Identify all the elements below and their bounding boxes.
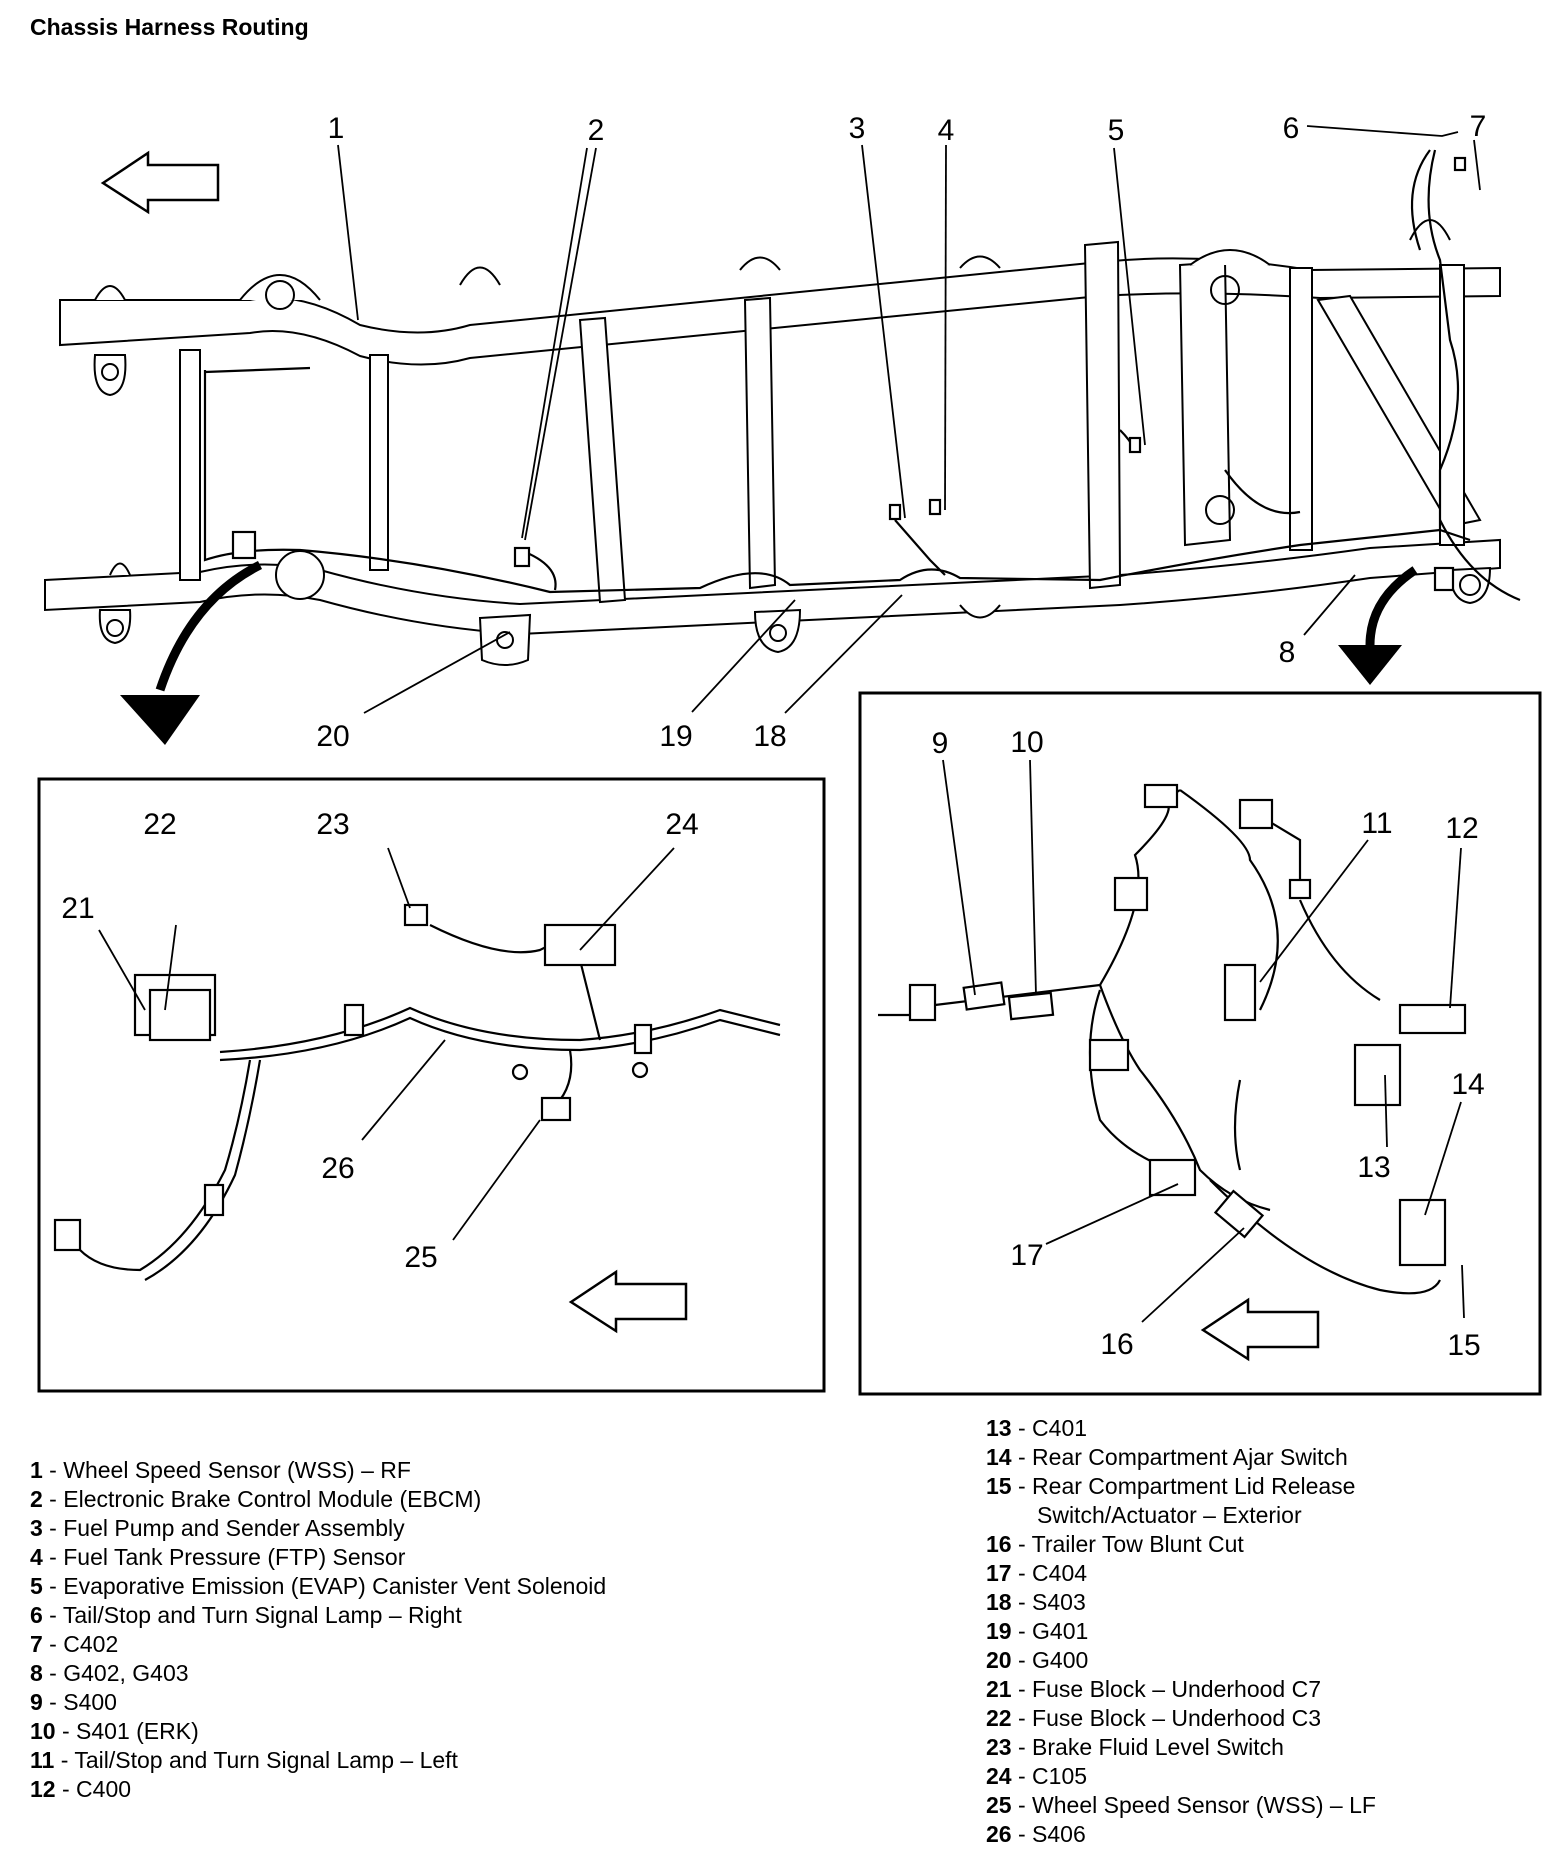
callout-9: 9 xyxy=(932,727,949,760)
legend-item: 9 - S400 xyxy=(30,1689,117,1715)
legend-item: 3 - Fuel Pump and Sender Assembly xyxy=(30,1515,405,1541)
callout-numbers: 1 2 3 4 5 6 7 8 9 10 11 12 13 14 15 16 1… xyxy=(61,110,1486,1362)
callout-14: 14 xyxy=(1451,1068,1484,1101)
callout-21: 21 xyxy=(61,892,94,925)
legend-item: 10 - S401 (ERK) xyxy=(30,1718,199,1744)
callout-19: 19 xyxy=(659,720,692,753)
callout-26: 26 xyxy=(321,1152,354,1185)
callout-17: 17 xyxy=(1010,1239,1043,1272)
legend-item: 8 - G402, G403 xyxy=(30,1660,189,1686)
callout-3: 3 xyxy=(849,112,866,145)
legend-item: 11 - Tail/Stop and Turn Signal Lamp – Le… xyxy=(30,1747,458,1773)
detail-pointer-arrow-icon xyxy=(155,560,263,692)
legend-item: 6 - Tail/Stop and Turn Signal Lamp – Rig… xyxy=(30,1602,462,1628)
legend-item: 25 - Wheel Speed Sensor (WSS) – LF xyxy=(986,1792,1376,1818)
legend-item: 2 - Electronic Brake Control Module (EBC… xyxy=(30,1486,482,1512)
legend-item: 22 - Fuse Block – Underhood C3 xyxy=(986,1705,1321,1731)
legend-item: 16 - Trailer Tow Blunt Cut xyxy=(986,1531,1244,1557)
legend-item: 24 - C105 xyxy=(986,1763,1088,1789)
callout-12: 12 xyxy=(1445,812,1478,845)
callout-18: 18 xyxy=(753,720,786,753)
callout-23: 23 xyxy=(316,808,349,841)
legend-item: 23 - Brake Fluid Level Switch xyxy=(986,1734,1284,1760)
front-direction-arrow-icon xyxy=(100,150,220,215)
detail-box-front xyxy=(37,777,826,1393)
legend-item: 19 - G401 xyxy=(986,1618,1089,1644)
legend-item: 13 - C401 xyxy=(986,1415,1088,1441)
callout-16: 16 xyxy=(1100,1328,1133,1361)
legend-item: 17 - C404 xyxy=(986,1560,1088,1586)
harness-diagram: 1 2 3 4 5 6 7 8 9 10 11 12 13 14 15 16 1… xyxy=(37,110,1542,1396)
callout-13: 13 xyxy=(1357,1151,1390,1184)
detail-box-rear xyxy=(858,691,1542,1396)
detail-pointer-arrow-icon xyxy=(1365,566,1418,646)
legend-item: 12 - C400 xyxy=(30,1776,132,1802)
chassis-harness xyxy=(203,149,1521,602)
callout-4: 4 xyxy=(938,114,955,147)
callout-10: 10 xyxy=(1010,726,1043,759)
legend-item: 21 - Fuse Block – Underhood C7 xyxy=(986,1676,1321,1702)
front-direction-arrow-icon xyxy=(1200,1297,1320,1362)
callout-25: 25 xyxy=(404,1241,437,1274)
detail-pointer-arrow-icon xyxy=(120,695,200,745)
leader-lines xyxy=(98,125,1481,1323)
legend-right: 13 - C401 14 - Rear Compartment Ajar Swi… xyxy=(986,1414,1376,1849)
legend-item: 5 - Evaporative Emission (EVAP) Canister… xyxy=(30,1573,607,1599)
callout-1: 1 xyxy=(328,112,345,145)
legend-left: 1 - Wheel Speed Sensor (WSS) – RF 2 - El… xyxy=(30,1456,606,1804)
callout-8: 8 xyxy=(1279,636,1296,669)
callout-5: 5 xyxy=(1108,114,1125,147)
callout-2: 2 xyxy=(588,114,605,147)
front-harness-detail xyxy=(53,903,781,1281)
legend-item: 1 - Wheel Speed Sensor (WSS) – RF xyxy=(30,1457,411,1483)
detail-pointer-arrow-icon xyxy=(1338,645,1402,685)
legend-item: 18 - S403 xyxy=(986,1589,1086,1615)
chassis-frame xyxy=(44,219,1501,666)
callout-15: 15 xyxy=(1447,1329,1480,1362)
legend-item: 4 - Fuel Tank Pressure (FTP) Sensor xyxy=(30,1544,406,1570)
legend-item: 26 - S406 xyxy=(986,1821,1086,1847)
callout-20: 20 xyxy=(316,720,349,753)
front-direction-arrow-icon xyxy=(568,1269,688,1334)
callout-11: 11 xyxy=(1361,807,1392,840)
callout-24: 24 xyxy=(665,808,698,841)
legend-item: 14 - Rear Compartment Ajar Switch xyxy=(986,1444,1348,1470)
rear-harness-detail xyxy=(878,783,1467,1295)
callout-22: 22 xyxy=(143,808,176,841)
page-title: Chassis Harness Routing xyxy=(30,14,309,40)
callout-6: 6 xyxy=(1283,112,1300,145)
legend-item: 20 - G400 xyxy=(986,1647,1089,1673)
legend-item: 7 - C402 xyxy=(30,1631,119,1657)
callout-7: 7 xyxy=(1470,110,1487,143)
